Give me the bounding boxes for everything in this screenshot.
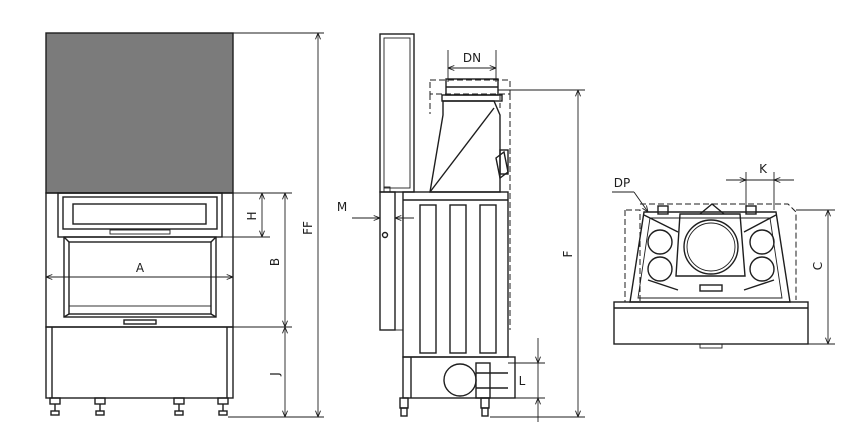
front-base <box>45 326 234 399</box>
side-door-strip <box>379 191 396 331</box>
dim-m-label: M <box>337 200 347 214</box>
top-flue-collar <box>675 213 746 277</box>
side-body <box>402 191 509 358</box>
side-air-inlet <box>443 363 477 397</box>
dim-a-label: A <box>136 261 145 275</box>
dim-h-label: H <box>245 211 259 220</box>
dim-j-label: J <box>268 372 282 377</box>
dim-ff-label: FF <box>301 221 315 235</box>
dim-dp-label: DP <box>614 176 630 190</box>
side-lower-frame <box>402 356 516 399</box>
dim-l-label: L <box>519 374 526 388</box>
front-hood <box>45 32 234 194</box>
dim-k-label: K <box>759 162 768 176</box>
top-view: DP K C <box>612 162 835 349</box>
dim-c-label: C <box>811 262 825 270</box>
side-view: M DN F L <box>337 33 585 422</box>
top-flue-opening <box>683 219 739 275</box>
dim-b-label: B <box>268 258 282 266</box>
dim-f-label: F <box>561 250 575 257</box>
side-hood-plate <box>379 33 415 193</box>
front-body <box>45 192 234 328</box>
front-feet <box>49 397 229 416</box>
front-view: A H B J FF <box>45 32 324 418</box>
dim-dn-label: DN <box>463 51 481 65</box>
